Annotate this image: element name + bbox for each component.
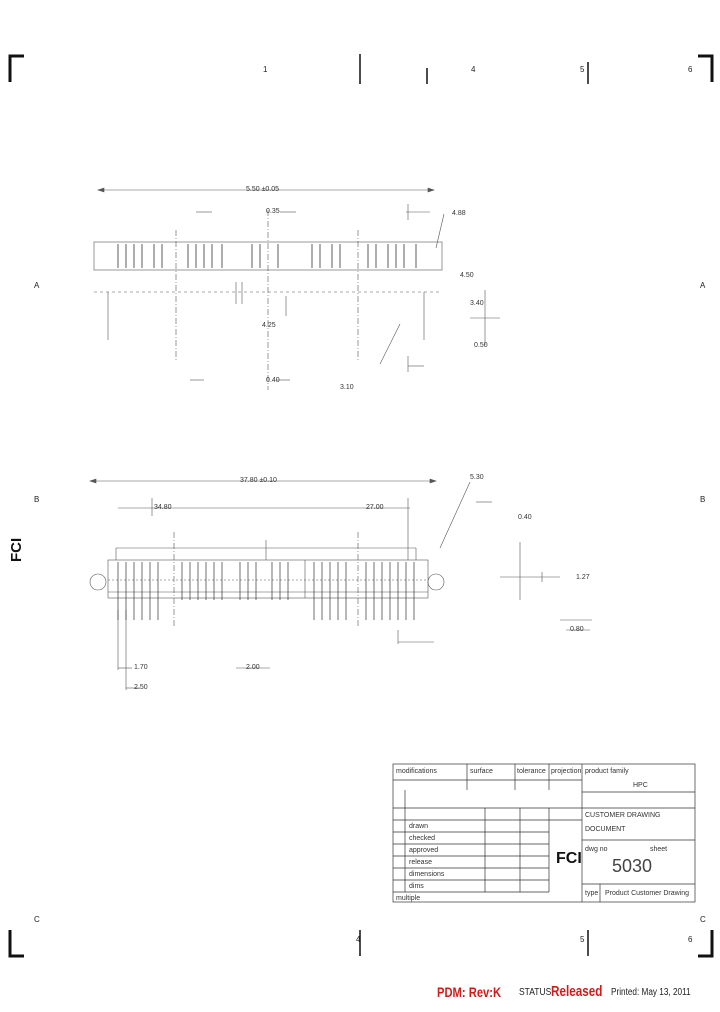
tb-tolerance-label: tolerance (517, 768, 546, 775)
side-dim-7: 0.80 (570, 626, 584, 633)
side-dim-4: 5.30 (470, 474, 484, 481)
zone-label-top-4: 4 (471, 65, 476, 74)
top-dim-7: 0.40 (266, 377, 280, 384)
zone-label-bottom-6: 6 (688, 935, 693, 944)
side-fci-logo-text: FCI (8, 537, 25, 562)
top-dim-8: 0.35 (266, 208, 280, 215)
tb-projection-label: projection (551, 768, 582, 775)
tb-type-value: Product Customer Drawing (605, 890, 690, 897)
top-dim-5: 0.50 (474, 342, 488, 349)
side-dim-10: 2.50 (134, 684, 148, 691)
zone-label-top-1: 1 (263, 65, 268, 74)
zone-label-top-6: 6 (688, 65, 693, 74)
side-dim-6: 1.27 (576, 574, 590, 581)
zone-label-bottom-5: 5 (580, 935, 585, 944)
tb-product-family-label: product family (585, 768, 629, 775)
tb-fci-logo: FCI (556, 850, 582, 868)
footer-printed-date: Printed: May 13, 2011 (611, 987, 691, 998)
top-dim-4: 3.40 (470, 300, 484, 307)
tb-surface-label: surface (470, 768, 493, 775)
tb-row-2: approved (409, 847, 439, 854)
side-fci-logo: FCI (8, 538, 25, 562)
zone-label-right-b: B (700, 495, 706, 504)
side-dim-5: 0.40 (518, 514, 532, 521)
tb-product-family-value: HPC (633, 782, 648, 789)
zone-label-left-a: A (34, 281, 40, 290)
footer-status-value: Released (551, 983, 603, 1000)
tb-row-0: drawn (409, 823, 429, 830)
side-dim-overall: 37.80 ±0.10 (240, 477, 277, 484)
side-dim-9: 1.70 (134, 664, 148, 671)
zone-label-left-c: C (34, 915, 40, 924)
tb-dwg-no-label: dwg no (585, 846, 608, 853)
tb-type-label: type (585, 890, 599, 897)
footer-pdm-rev: PDM: Rev:K (437, 984, 502, 1000)
tb-sheet-label: sheet (650, 846, 668, 853)
top-dim-overall: 5.50 ±0.05 (246, 186, 280, 193)
zone-label-left-b: B (34, 495, 40, 504)
tb-row-1: checked (409, 835, 436, 842)
zone-label-right-c: C (700, 915, 706, 924)
top-dim-2: 4.88 (452, 210, 466, 217)
side-dim-2: 34.80 (154, 504, 172, 511)
tb-row-3: release (409, 859, 432, 866)
tb-row-4: dimensions (409, 871, 445, 878)
tb-doc-line-2: DOCUMENT (585, 826, 626, 833)
side-dim-8: 2.00 (246, 664, 260, 671)
top-dim-3: 4.50 (460, 272, 474, 279)
tb-row-5: dims (409, 883, 424, 890)
tb-drawing-number: 5030 (612, 856, 653, 876)
side-dim-3: 27.00 (366, 504, 384, 511)
zone-label-top-5: 5 (580, 65, 585, 74)
tb-doc-line-1: CUSTOMER DRAWING (585, 812, 661, 819)
top-dim-6: 3.10 (340, 384, 354, 391)
tb-fci-logo-text: FCI (556, 850, 582, 867)
footer-status-label: STATUS: (519, 987, 554, 998)
tb-modifications-label: modifications (396, 768, 437, 775)
tb-row-6: multiple (396, 895, 421, 902)
zone-label-bottom-4: 4 (356, 935, 361, 944)
top-dim-9: 4.25 (262, 322, 276, 329)
zone-label-right-a: A (700, 281, 706, 290)
